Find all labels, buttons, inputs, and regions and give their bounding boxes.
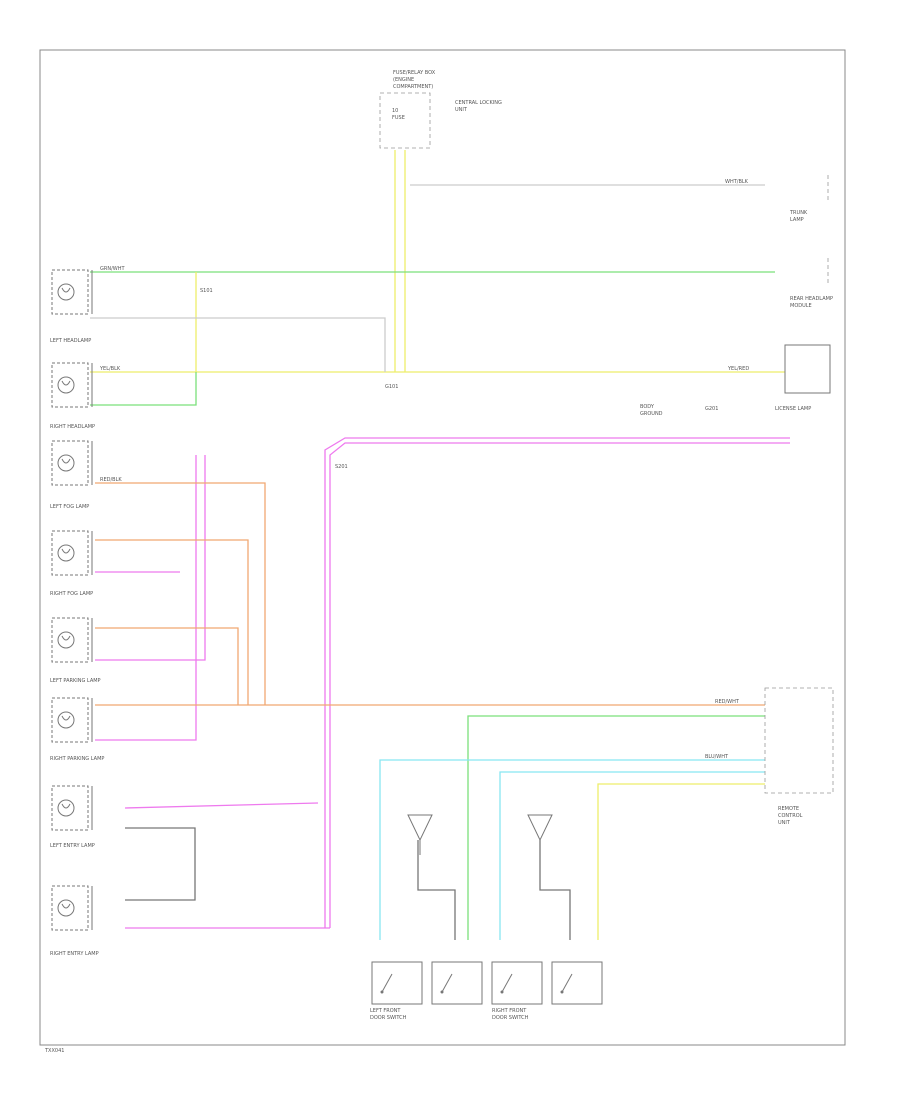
license-lamp-label: LICENSE LAMP: [775, 406, 811, 412]
grey-ground-wire-2: [539, 840, 571, 940]
lamp-group: [51, 269, 93, 931]
wire-label-wht-blk: WHT/BLK: [725, 179, 749, 185]
fuse-relay-box: FUSE/RELAY BOX (ENGINE COMPARTMENT) 10 F…: [379, 70, 502, 149]
switch-icon: [371, 961, 423, 1005]
ground-note1: BODY: [640, 404, 655, 410]
ground-icon: [527, 814, 553, 855]
orange-fog-wire: [95, 482, 266, 705]
wire-label-grn-wht: GRN/WHT: [100, 266, 125, 272]
wire-label-red-wht: RED/WHT: [715, 699, 740, 705]
splice-s101: S101: [200, 288, 213, 294]
fuse-box-body2: FUSE: [392, 115, 405, 121]
lamp-icon: [51, 269, 93, 315]
ground-label-g201: G201: [705, 406, 718, 412]
right-door-switch-label2: DOOR SWITCH: [492, 1015, 529, 1021]
fuse-box-outline: [379, 92, 431, 149]
pink-top-wire: [324, 437, 790, 928]
left-foglamp-label: LEFT FOG LAMP: [50, 504, 89, 510]
ground-icon: [407, 814, 433, 855]
switch-icon: [491, 961, 543, 1005]
fuse-box-sub2: COMPARTMENT): [393, 84, 433, 90]
left-door-switch-label1: LEFT FRONT: [370, 1008, 401, 1014]
wire-label-yel-blk: YEL/BLK: [99, 366, 121, 372]
lamp-icon: [51, 362, 93, 408]
diagram-frame: [39, 49, 846, 1046]
cyan-wire: [379, 759, 765, 940]
switch-icon: [551, 961, 603, 1005]
remote-unit-label2: CONTROL: [778, 813, 803, 819]
lamp-icon: [51, 697, 93, 743]
wire-label-red-blk: RED/BLK: [100, 477, 122, 483]
right-parking-label: RIGHT PARKING LAMP: [50, 756, 104, 762]
left-entry-label: LEFT ENTRY LAMP: [50, 843, 95, 849]
right-foglamp-label: RIGHT FOG LAMP: [50, 591, 93, 597]
fuse-box-body1: 10: [392, 108, 398, 114]
wire-label-blu-wht: BLU/WHT: [705, 754, 729, 760]
fuse-box-title: FUSE/RELAY BOX: [393, 70, 436, 76]
lamp-icon: [51, 785, 93, 831]
lamp-icon: [51, 885, 93, 931]
orange-parking-wire: [95, 539, 249, 705]
remote-control-unit: REMOTE CONTROL UNIT: [764, 687, 834, 826]
left-parking-label: LEFT PARKING LAMP: [50, 678, 101, 684]
trunk-lamp-label2: LAMP: [790, 217, 804, 223]
right-headlamp-label: RIGHT HEADLAMP: [50, 424, 95, 430]
rear-module: REAR HEADLAMP MODULE: [790, 258, 833, 309]
grey-ground-wire: [417, 840, 456, 940]
lamp-icon: [51, 440, 93, 486]
pink-top-wire-2: [329, 442, 790, 928]
pink-entry-wire: [124, 802, 319, 809]
trunk-lamp-label1: TRUNK: [789, 210, 808, 216]
cyan-wire-2: [499, 771, 765, 940]
rear-module-label2: MODULE: [790, 303, 812, 309]
green-right-headlamp: [90, 372, 197, 406]
license-lamp: LICENSE LAMP: [775, 344, 831, 412]
white-left-headlamp: [90, 317, 386, 372]
ground-label-g101: G101: [385, 384, 398, 390]
orange-parking-wire-2: [95, 627, 239, 705]
lamp-icon: [51, 617, 93, 663]
ground-note2: GROUND: [640, 411, 663, 417]
pink-left-wire: [95, 455, 197, 741]
fuse-box-right2: UNIT: [455, 107, 468, 113]
fuse-box-sub1: (ENGINE: [393, 77, 414, 83]
fuse-box-right1: CENTRAL LOCKING: [455, 100, 502, 106]
remote-unit-label1: REMOTE: [778, 806, 799, 812]
green-lower-wire: [467, 715, 765, 940]
switch-icon: [431, 961, 483, 1005]
right-door-switch-label1: RIGHT FRONT: [492, 1008, 527, 1014]
right-entry-label: RIGHT ENTRY LAMP: [50, 951, 99, 957]
grey-entry-wire: [125, 827, 196, 901]
trunk-lamp: TRUNK LAMP: [789, 175, 829, 223]
door-switch-group: [371, 814, 603, 1005]
left-door-switch-label2: DOOR SWITCH: [370, 1015, 407, 1021]
wire-label-yel-red: YEL/RED: [727, 366, 749, 372]
diagram-code: TXX041: [44, 1048, 64, 1054]
remote-unit-label3: UNIT: [778, 820, 791, 826]
wire-harness: [90, 150, 790, 940]
rear-module-label1: REAR HEADLAMP: [790, 296, 833, 302]
lamp-icon: [51, 530, 93, 576]
pink-left-wire-2: [95, 455, 206, 661]
splice-s201: S201: [335, 464, 348, 470]
yellow-lower-wire: [597, 783, 765, 940]
left-headlamp-label: LEFT HEADLAMP: [50, 338, 91, 344]
